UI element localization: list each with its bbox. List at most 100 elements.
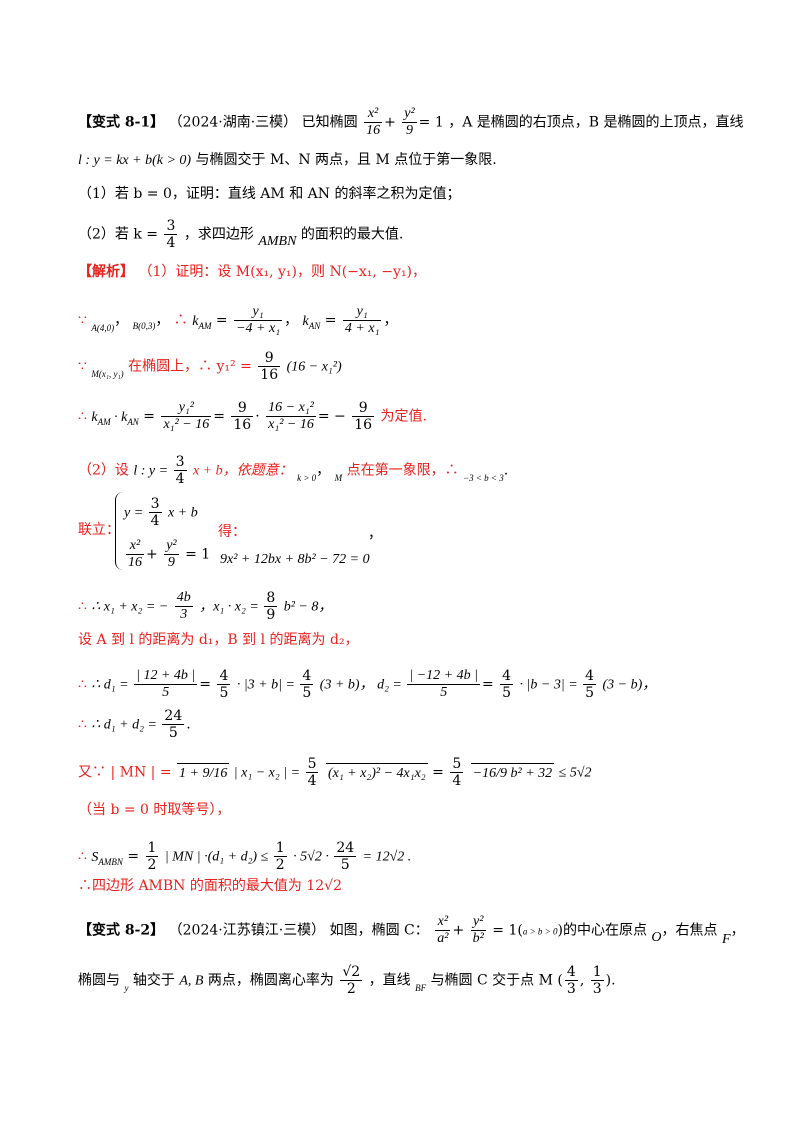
sqrt-1: 1 + 9/16 bbox=[177, 762, 230, 784]
comma-1: ， bbox=[368, 526, 382, 542]
y-axis: y bbox=[124, 982, 129, 993]
joint-label: 联立： bbox=[78, 522, 120, 538]
area-mid: | MN | ·(d₁ + d₂) ≤ bbox=[164, 849, 272, 865]
sub-am: AM bbox=[198, 320, 212, 331]
sys-y: y = bbox=[124, 505, 147, 521]
problem2-source: （2024·江苏镇江·三模） bbox=[168, 922, 326, 939]
problem2-text-h: ， bbox=[730, 922, 745, 939]
solution-line8: 设 A 到 l 的距离为 d₁，B 到 l 的距离为 d₂， bbox=[78, 632, 359, 648]
sub-am-2: AM bbox=[97, 416, 111, 427]
d2-tail: (3 − b)， bbox=[602, 677, 657, 693]
solution-line12: （当 b = 0 时取等号）， bbox=[78, 802, 231, 818]
d2-mid: · |b − 3| = bbox=[519, 677, 582, 693]
mn-label: 又∵ | MN | = bbox=[78, 764, 176, 781]
problem2-period: . bbox=[611, 972, 616, 989]
problem2-text-a: 如图，椭圆 C： bbox=[329, 922, 429, 939]
sub-ambn: AMBN bbox=[98, 856, 123, 867]
b-range: −3 < b < 3 bbox=[463, 472, 504, 483]
k-positive: k > 0 bbox=[297, 472, 317, 483]
problem2-l2-e: 两点，椭圆离心率为 bbox=[207, 972, 334, 989]
solution-line2: ∵ A(4,0)， B(0,3)， ∴ kAM = y₁−4 + x₁， kAN… bbox=[78, 304, 398, 336]
frac-kam: y₁−4 + x₁ bbox=[234, 304, 283, 336]
problem1-source: （2024·湖南·三模） bbox=[168, 114, 298, 131]
line-bf: BF bbox=[415, 982, 427, 993]
quadratic: 9x² + 12bx + 8b² − 72 = 0 bbox=[220, 552, 370, 567]
system-brace bbox=[115, 492, 126, 570]
area-mid2: · 5√2 · bbox=[293, 849, 333, 865]
get-label: 得： bbox=[218, 524, 246, 540]
line-l: l : y = bbox=[133, 463, 172, 479]
point-a: A(4,0) bbox=[91, 322, 115, 333]
focus-f: F bbox=[722, 931, 731, 947]
problem2-cond: a > b > 0 bbox=[522, 926, 558, 937]
solution-line1: 【解析】 （1）证明：设 M(x₁, y₁)，则 N(−x₁, −y₁)， bbox=[78, 262, 760, 282]
first-quadrant-text: 点在第一象限，∴ bbox=[346, 462, 459, 479]
problem2-text-d: )的中心在原点 bbox=[557, 922, 647, 939]
question-2-a: （2）若 k = bbox=[78, 226, 163, 243]
eq2: = bbox=[324, 312, 341, 329]
mn-bound: ≤ 5√2 bbox=[558, 765, 592, 781]
mn-mid: | x₁ − x₂ | = bbox=[233, 765, 304, 781]
sys-xb: x + b bbox=[168, 505, 198, 521]
problem1-tag: 【变式 8-1】 bbox=[78, 114, 165, 131]
area-result: = 12√2 . bbox=[362, 849, 412, 865]
eq1: = bbox=[215, 312, 233, 329]
origin-o: O bbox=[651, 929, 662, 945]
problem1-line2: l : y = kx + b(k > 0) 与椭圆交于 M、N 两点，且 M 点… bbox=[78, 150, 760, 171]
line-equation: l : y = kx + b(k > 0) bbox=[78, 153, 192, 168]
prod-tail: b² − 8， bbox=[283, 599, 333, 615]
constant-text: 为定值. bbox=[380, 408, 427, 425]
problem2-text-f: ，右焦点 bbox=[661, 922, 718, 939]
point-m: M(x₁, y₁) bbox=[91, 368, 124, 379]
solution-conclusion: ∴四边形 AMBN 的面积的最大值为 12√2 bbox=[78, 878, 342, 894]
problem2-l2-c: 轴交于 bbox=[132, 972, 175, 989]
sub-an: AN bbox=[308, 320, 321, 331]
point-b: B(0,3) bbox=[132, 320, 156, 331]
question-2-d: 的面积的最大值. bbox=[300, 226, 404, 243]
solution-tag: 【解析】 bbox=[78, 264, 134, 280]
sqrt-3: −16/9 b² + 32 bbox=[470, 762, 555, 784]
problem1-text-a: 已知椭圆 bbox=[301, 114, 358, 131]
sum-roots: ∴ x₁ + x₂ = − bbox=[91, 599, 169, 615]
quad-name: AMBN bbox=[258, 233, 297, 249]
problem1-text-c: 与椭圆交于 M、N 两点，且 M 点位于第一象限. bbox=[195, 152, 497, 168]
expr-16-x1: (16 − x₁²) bbox=[286, 359, 342, 375]
part2-label: （2）设 bbox=[78, 462, 129, 479]
points-ab: A, B bbox=[179, 973, 204, 989]
solution-s1: （1）证明：设 M(x₁, y₁)，则 N(−x₁, −y₁)， bbox=[138, 264, 427, 280]
problem2-l2-a: 椭圆与 bbox=[78, 972, 120, 989]
because-symbol-2: ∵ bbox=[78, 358, 87, 375]
